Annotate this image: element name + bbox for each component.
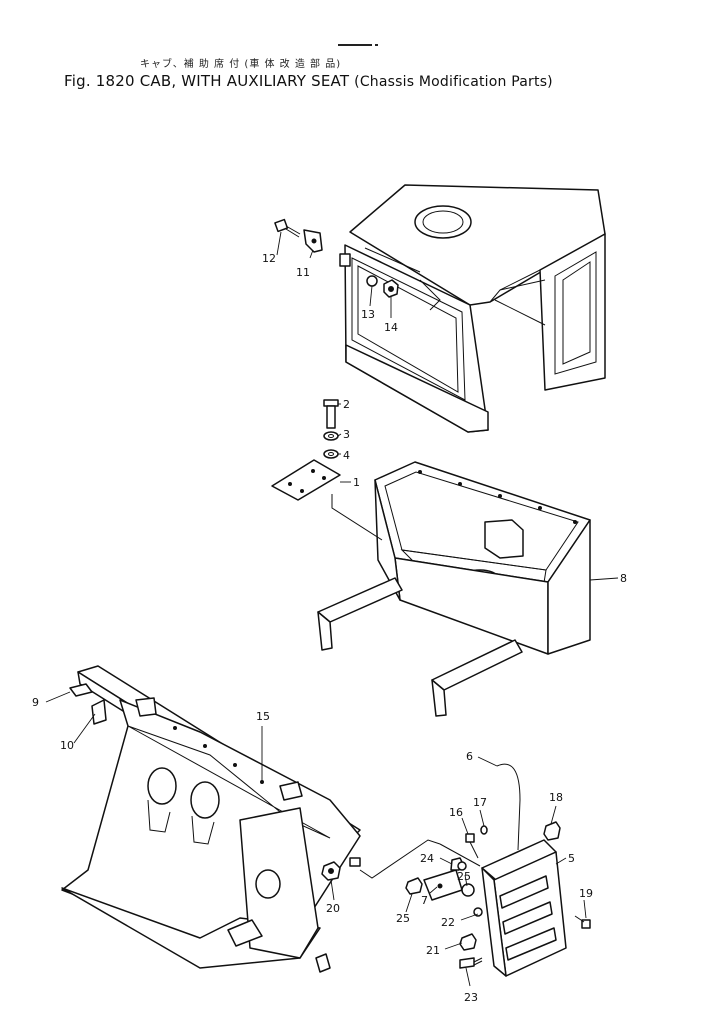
title-rule <box>338 44 372 46</box>
floor-plate-hardware <box>271 399 341 501</box>
callout-6: 6 <box>466 750 473 763</box>
cab-base-frame <box>317 461 591 717</box>
assembly-lines <box>331 494 481 879</box>
figure-number: Fig. 1820 <box>64 72 135 90</box>
cab-canopy <box>344 184 606 433</box>
leader-lines <box>45 231 619 987</box>
callout-16: 16 <box>449 806 463 819</box>
title-block: キャブ、補 助 席 付 (車 体 改 造 部 品) Fig. 1820 CAB,… <box>0 0 713 100</box>
callout-labels: 1 2 3 4 5 6 7 8 9 10 11 12 13 14 15 16 1… <box>32 252 627 1004</box>
figure-title: Fig. 1820 CAB, WITH AUXILIARY SEAT (Chas… <box>64 72 553 90</box>
callout-1: 1 <box>353 476 360 489</box>
callout-7: 7 <box>421 894 428 907</box>
callout-5: 5 <box>568 852 575 865</box>
callout-17: 17 <box>473 796 487 809</box>
seat-mounting-frame <box>61 665 361 973</box>
cab-mounting-hardware <box>274 218 399 298</box>
callout-8: 8 <box>620 572 627 585</box>
figure-subtitle: (Chassis Modification Parts) <box>354 74 553 90</box>
callout-24: 24 <box>420 852 434 865</box>
figure-title-english: CAB, WITH AUXILIARY SEAT <box>139 72 350 90</box>
callout-14: 14 <box>384 321 398 334</box>
callout-9: 9 <box>32 696 39 709</box>
latch-hardware <box>69 683 107 725</box>
title-japanese: キャブ、補 助 席 付 (車 体 改 造 部 品) <box>140 59 342 70</box>
callout-21: 21 <box>426 944 440 957</box>
callout-3: 3 <box>343 428 350 441</box>
callout-4: 4 <box>343 449 350 462</box>
nut-20 <box>321 857 361 881</box>
callout-12: 12 <box>262 252 276 265</box>
callout-10: 10 <box>60 739 74 752</box>
callout-23: 23 <box>464 991 478 1004</box>
callout-15: 15 <box>256 710 270 723</box>
callout-19: 19 <box>579 887 593 900</box>
callout-22: 22 <box>441 916 455 929</box>
callout-11: 11 <box>296 266 310 279</box>
callout-25-left: 25 <box>396 912 410 925</box>
callout-18: 18 <box>549 791 563 804</box>
callout-25-right: 25 <box>457 870 471 883</box>
callout-13: 13 <box>361 308 375 321</box>
step-ladder <box>405 763 591 977</box>
callout-20: 20 <box>326 902 340 915</box>
title-rule-dot <box>375 44 378 46</box>
callout-2: 2 <box>343 398 350 411</box>
